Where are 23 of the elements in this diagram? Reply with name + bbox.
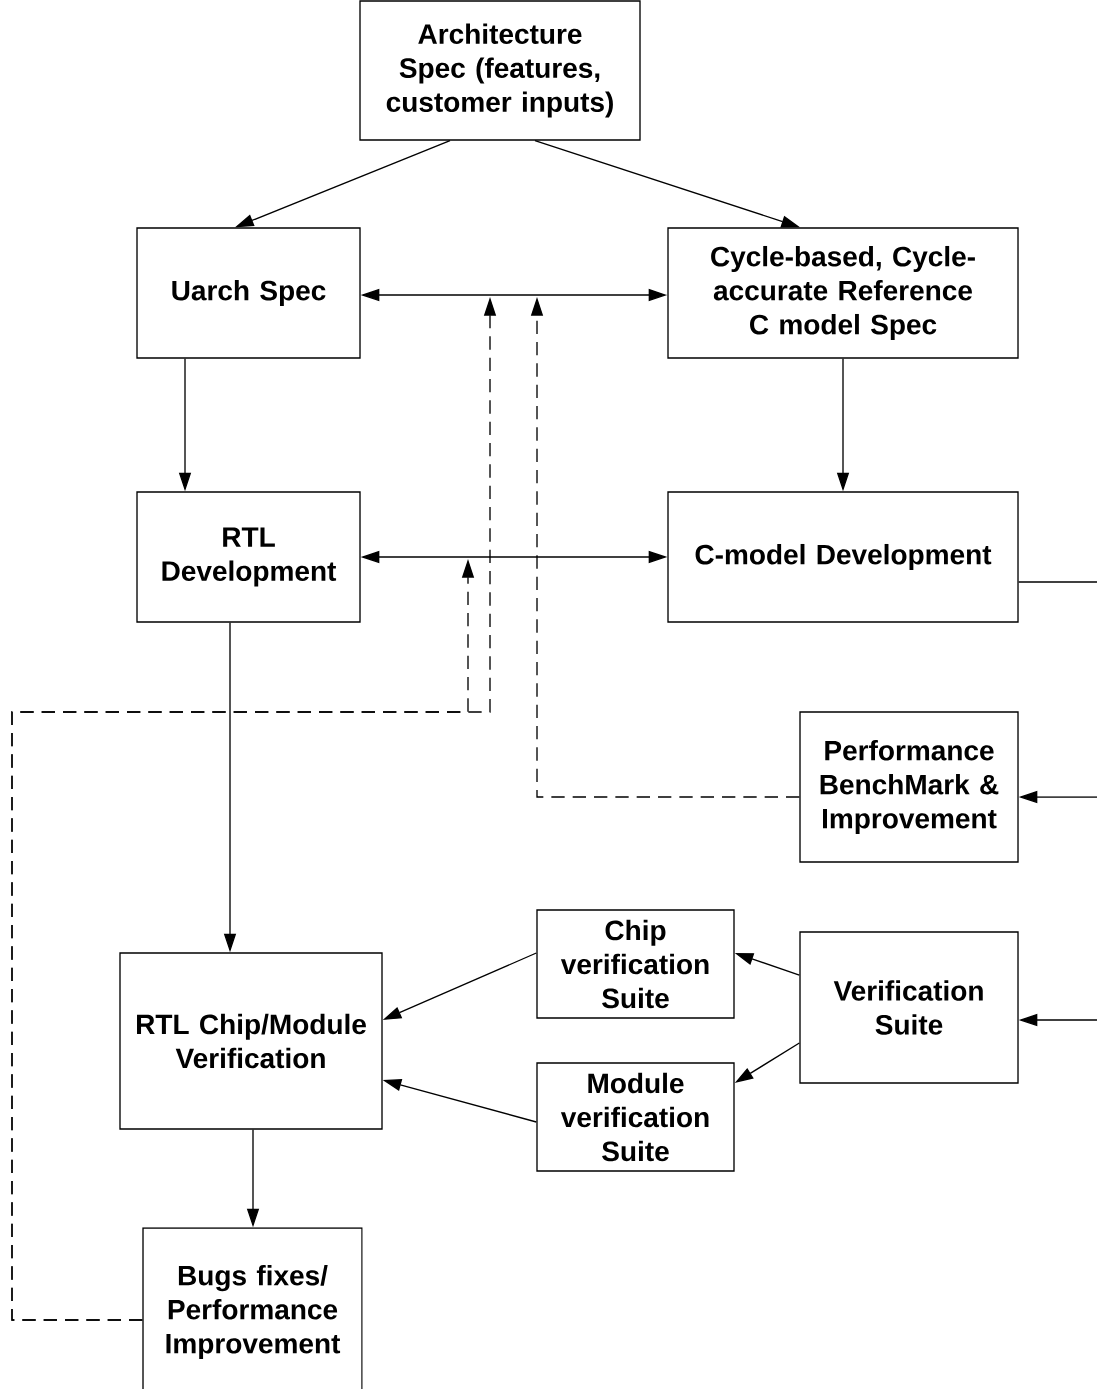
process-box — [136, 227, 361, 359]
node-label: Cycle-based, Cycle-accurate Reference C model Spec — [711, 245, 975, 341]
process-box — [799, 931, 1019, 1084]
process-box — [799, 711, 1019, 863]
node-label: Bugs fixes/ Performance Improvement — [166, 1264, 341, 1360]
process-box — [667, 227, 1019, 359]
node-label: Chip verification Suite — [560, 919, 709, 1009]
node-label: Uarch Spec — [172, 279, 326, 307]
process-box — [667, 491, 1019, 623]
node-label: RTL Development — [162, 527, 337, 587]
node-label: RTL Chip/Module Verification — [137, 1013, 366, 1069]
process-box — [136, 491, 361, 623]
node-label: Module verification Suite — [560, 1072, 709, 1162]
process-box — [119, 952, 383, 1130]
process-box — [536, 1062, 735, 1172]
node-label: C-model Development — [695, 543, 992, 571]
node-label: Performance BenchMark & Improvement — [820, 739, 999, 835]
connector-line — [1018, 581, 1097, 583]
node-label: Verification Suite — [833, 980, 983, 1035]
node-label: Architecture Spec (features, customer inputs) — [386, 23, 613, 118]
process-box — [142, 1227, 363, 1389]
process-box — [536, 909, 735, 1019]
process-box — [359, 0, 641, 141]
